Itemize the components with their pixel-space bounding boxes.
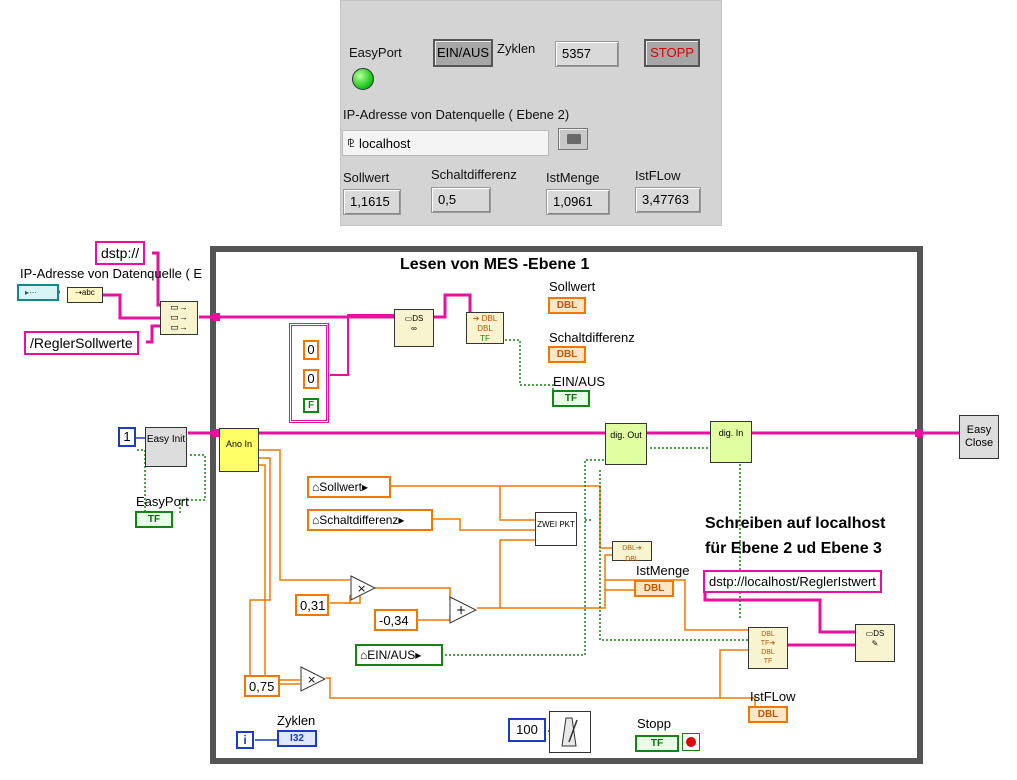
svg-text:+: + (456, 603, 466, 617)
path-to-string-icon: ⇢abc (67, 287, 103, 303)
svg-text:×: × (357, 582, 366, 595)
local-sollwert-text: Sollwert (319, 480, 362, 494)
sollwert-value: 1,1615 (343, 189, 401, 215)
dig-out-node[interactable]: dig. Out (605, 423, 647, 465)
write-title-2: für Ebene 2 ud Ebene 3 (705, 540, 882, 557)
schaltdifferenz-indicator-label: Schaltdifferenz (549, 330, 635, 345)
sollwert-indicator-label: Sollwert (549, 279, 596, 294)
istflow-value: 3,47763 (635, 187, 701, 213)
cluster-value-2: 0 (303, 369, 319, 389)
easyport-indicator-label: EasyPort (136, 494, 189, 509)
read-title: Lesen von MES -Ebene 1 (400, 256, 590, 273)
const-031[interactable]: 0,31 (295, 594, 329, 616)
easyport-indicator: TF (135, 511, 173, 528)
schaltdifferenz-label: Schaltdifferenz (431, 167, 517, 182)
easy-close-label: Easy Close (964, 424, 994, 449)
svg-text:×: × (307, 673, 316, 686)
iteration-terminal: i (236, 731, 254, 749)
cluster-constant[interactable] (289, 323, 329, 423)
const-minus-034[interactable]: -0,34 (374, 609, 418, 631)
ein-aus-indicator: TF (552, 390, 590, 407)
zwei-pkt-label: ZWEI PKT (537, 520, 575, 529)
zyklen-label: Zyklen (497, 41, 536, 56)
ano-in-node[interactable]: Ano In (219, 428, 259, 472)
path-terminal-icon: ▸⋯ (25, 288, 38, 297)
metronome-icon (561, 717, 578, 747)
ein-aus-button[interactable]: EIN/AUS (433, 39, 493, 67)
datasocket-read-node[interactable]: ▭DS∞ (394, 309, 434, 347)
const-075[interactable]: 0,75 (244, 675, 280, 697)
stopp-terminal[interactable]: TF (635, 735, 679, 752)
schaltdifferenz-value: 0,5 (431, 187, 491, 213)
browse-folder-button[interactable] (558, 128, 588, 150)
local-sollwert[interactable]: ⌂Sollwert▸ (307, 476, 391, 498)
datasocket-read-icon: ▭DS∞ (404, 314, 424, 333)
easy-init-node[interactable]: Easy Init (145, 427, 187, 467)
local-schaltdifferenz-text: Schaltdifferenz (319, 513, 399, 527)
bundle-icon: DBL➔DBL (622, 545, 642, 563)
istflow-label: IstFLow (635, 168, 681, 183)
bundle-small-node[interactable]: DBL➔DBL (612, 541, 652, 563)
schaltdifferenz-indicator: DBL (548, 346, 586, 363)
while-loop-frame (210, 246, 923, 764)
istmenge-indicator: DBL (634, 580, 674, 597)
dstp-string-constant[interactable]: dstp:// (95, 241, 146, 265)
easyport-led (352, 68, 374, 90)
stop-condition[interactable] (682, 733, 700, 751)
easyport-label: EasyPort (349, 45, 402, 60)
path-string-constant[interactable]: /ReglerSollwerte (24, 331, 139, 355)
ip-input[interactable]: ⅊ localhost (342, 130, 549, 156)
datasocket-write-icon: ▭DS✎ (865, 629, 885, 648)
write-title-1: Schreiben auf localhost (705, 515, 886, 532)
zwei-pkt-node[interactable]: ZWEI PKT (535, 512, 577, 546)
front-panel: EasyPort EIN/AUS Zyklen 5357 STOPP IP-Ad… (340, 0, 722, 226)
sollwert-indicator: DBL (548, 297, 586, 314)
stopp-label: Stopp (637, 716, 671, 731)
istflow-indicator-label: IstFLow (750, 689, 796, 704)
const-100[interactable]: 100 (508, 718, 546, 742)
const-one[interactable]: 1 (118, 427, 136, 447)
multiply-node-1[interactable]: × (350, 575, 377, 601)
url-string-constant[interactable]: dstp://localhost/ReglerIstwert (703, 570, 882, 593)
add-node[interactable]: + (449, 596, 478, 624)
datasocket-write-node[interactable]: ▭DS✎ (855, 624, 895, 662)
istmenge-label: IstMenge (546, 170, 600, 185)
concatenate-icon: ▭→▭→▭→ (170, 302, 188, 332)
ip-path-terminal[interactable]: ▸⋯ (17, 284, 59, 301)
cluster-value-1: 0 (303, 340, 319, 360)
local-ein-aus[interactable]: ⌂EIN/AUS▸ (355, 644, 443, 666)
zyklen-value: 5357 (555, 41, 619, 67)
easy-close-node[interactable]: Easy Close (959, 415, 999, 459)
ip-label: IP-Adresse von Datenquelle ( Ebene 2) (343, 107, 570, 122)
sollwert-label: Sollwert (343, 170, 390, 185)
multiply-node-2[interactable]: × (300, 666, 327, 692)
ip-input-value: localhost (359, 136, 411, 151)
stop-icon (686, 737, 696, 747)
dig-in-label: dig. In (718, 428, 744, 438)
ano-in-label: Ano In (225, 439, 253, 449)
path-icon: ⅊ (347, 138, 355, 150)
zyklen-indicator: I32 (277, 730, 317, 747)
dig-in-node[interactable]: dig. In (710, 421, 752, 463)
ein-aus-indicator-label: EIN/AUS (553, 374, 606, 389)
istmenge-value: 1,0961 (546, 189, 610, 215)
easy-init-label: Easy Init (146, 434, 186, 445)
wait-ms-node[interactable] (549, 711, 591, 753)
cluster-value-3: F (303, 398, 319, 413)
stopp-button[interactable]: STOPP (644, 39, 700, 67)
folder-icon (567, 134, 581, 144)
concatenate-strings-node[interactable]: ▭→▭→▭→ (160, 301, 198, 335)
zyklen-indicator-label: Zyklen (277, 713, 316, 728)
istmenge-indicator-label: IstMenge (636, 563, 690, 578)
ip-terminal-label: IP-Adresse von Datenquelle ( E (20, 266, 203, 281)
istflow-indicator: DBL (748, 706, 788, 723)
local-schaltdifferenz[interactable]: ⌂Schaltdifferenz▸ (307, 509, 433, 531)
local-ein-aus-text: EIN/AUS (367, 648, 416, 662)
dig-out-label: dig. Out (610, 430, 642, 440)
